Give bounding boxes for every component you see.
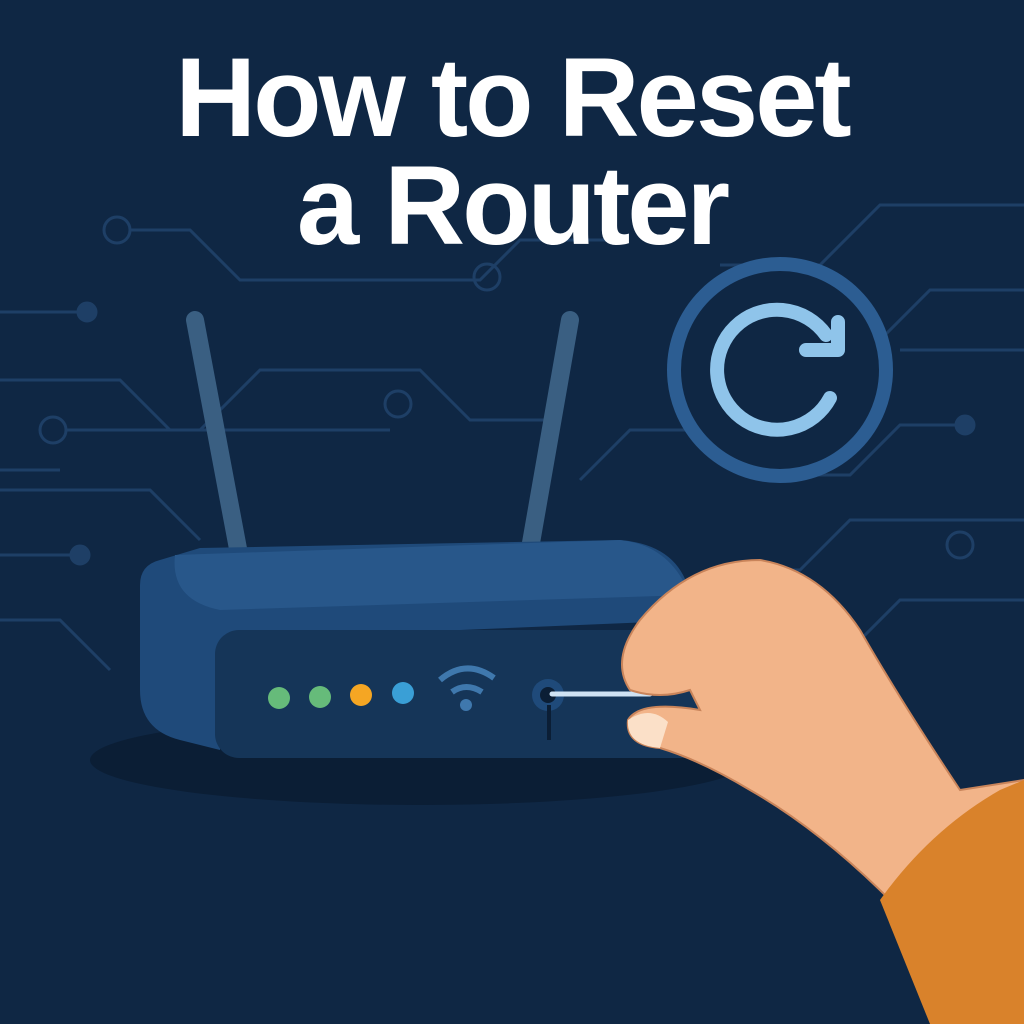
- router: [140, 540, 715, 758]
- hand: [621, 558, 1024, 1024]
- led-power: [268, 687, 290, 709]
- led-activity: [350, 684, 372, 706]
- reset-pinhole-icon: [532, 679, 564, 740]
- wifi-icon: [438, 665, 496, 711]
- circuit-background: [0, 203, 1024, 672]
- led-internet: [309, 686, 331, 708]
- refresh-icon: [667, 257, 893, 483]
- led-lan: [392, 682, 414, 704]
- status-leds: [268, 682, 414, 709]
- page-title-line-2: a Router: [296, 143, 730, 268]
- page-title-line-1: How to Reset: [175, 35, 851, 160]
